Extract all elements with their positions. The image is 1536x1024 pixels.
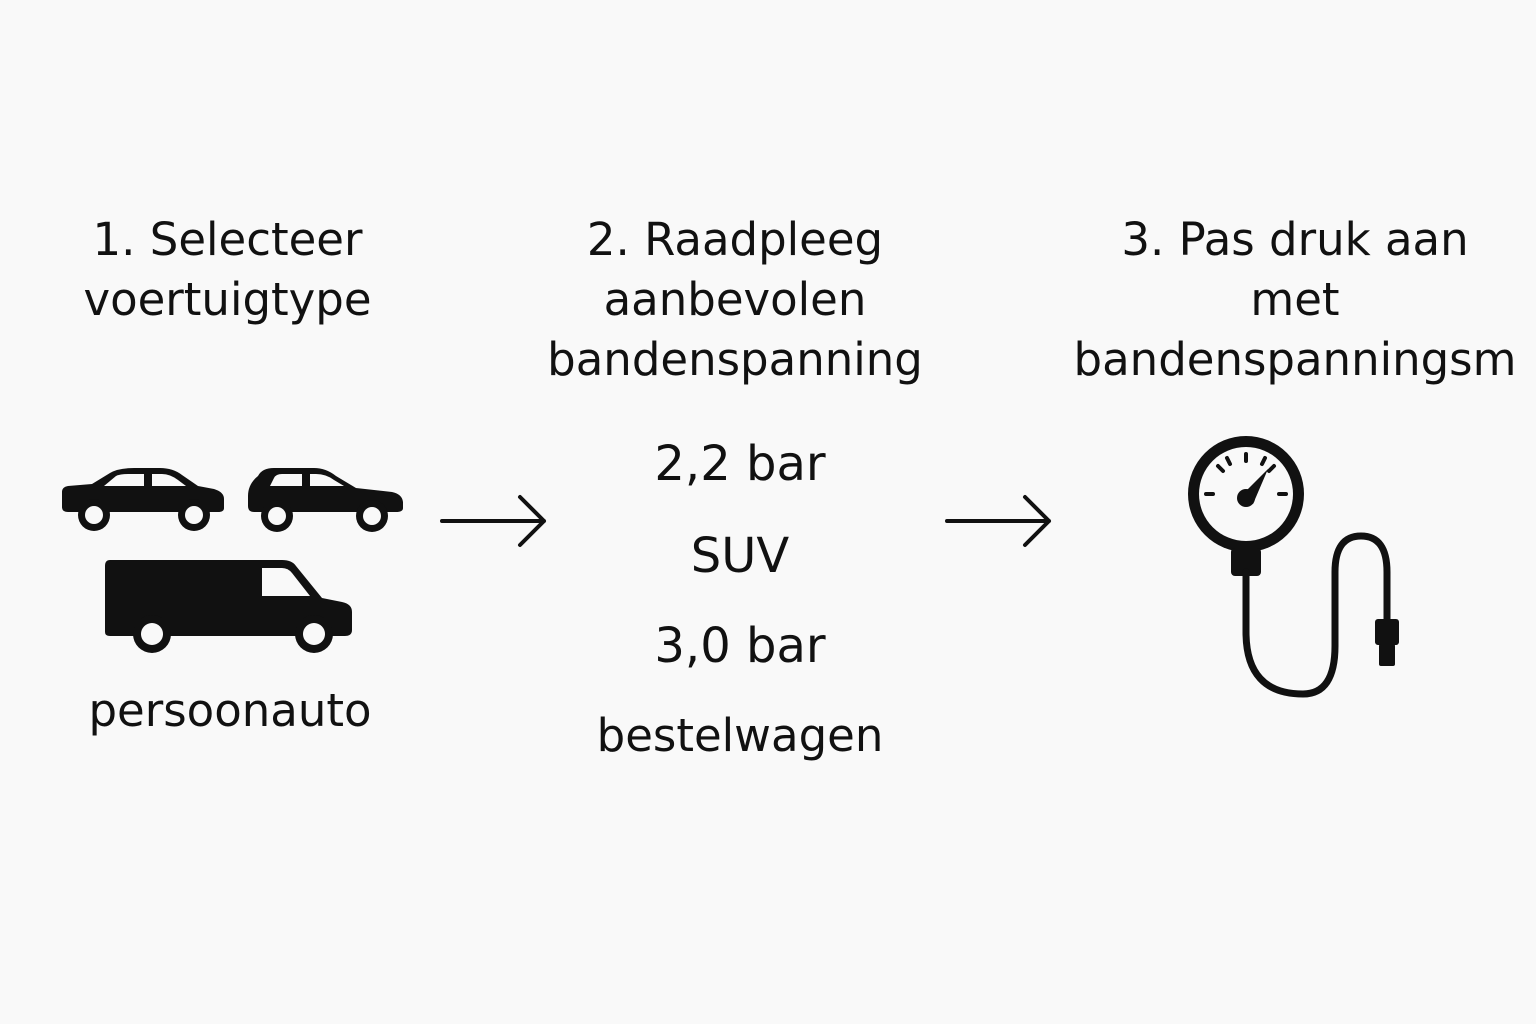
car-hatchback-icon [248, 468, 403, 532]
pressure-value: 3,0 bar [654, 618, 826, 674]
step-3-title: 3. Pas druk aan met bandenspanningsm [1073, 213, 1517, 386]
vehicle-name: bestelwagen [596, 709, 884, 762]
arrow-right-icon [440, 495, 546, 547]
vehicle-type-label: persoonauto [88, 684, 372, 737]
arrow-right-icon [945, 495, 1051, 547]
step-1-title: 1. Selecteer voertuigtype [83, 213, 372, 326]
step-2-title: 2. Raadpleeg aanbevolen bandenspanning [547, 213, 923, 386]
car-sedan-icon [62, 468, 224, 531]
vehicle-name: SUV [690, 528, 790, 584]
pressure-value: 2,2 bar [654, 436, 826, 492]
tire-pressure-gauge-icon [1188, 436, 1399, 698]
van-icon [105, 560, 352, 653]
